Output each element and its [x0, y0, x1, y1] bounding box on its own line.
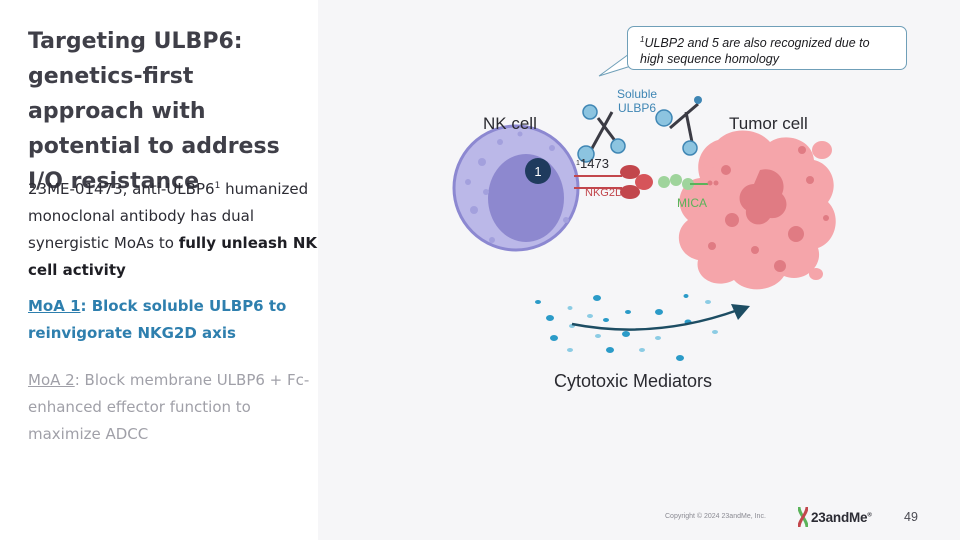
cytotoxic-mediators-label: Cytotoxic Mediators	[554, 371, 712, 391]
callout-text: ULBP2 and 5 are also recognized due to h…	[640, 36, 870, 67]
cytotoxic-mediator-particles	[535, 294, 718, 361]
page-number: 49	[904, 510, 918, 524]
copyright-text: Copyright © 2024 23andMe, Inc.	[665, 513, 766, 520]
nk-badge-circle	[525, 158, 551, 184]
logo-text: 23andMe	[811, 509, 868, 525]
mica-ligand	[658, 174, 719, 190]
moa2-paragraph: MoA 2: Block membrane ULBP6 + Fc-enhance…	[28, 367, 318, 448]
callout-tail	[598, 53, 632, 77]
antibody-footnote-mark: 1	[576, 160, 580, 167]
slide-title: Targeting ULBP6: genetics-first approach…	[28, 29, 280, 194]
tumor-cell-label: Tumor cell	[729, 114, 808, 133]
company-logo: 23andMe®	[798, 506, 872, 528]
mediator-arrow-line	[571, 308, 739, 331]
logo-registered-mark: ®	[867, 512, 872, 518]
moa1-label: MoA 1	[28, 297, 81, 315]
logo-wordmark: 23andMe®	[811, 510, 872, 525]
moa2-text: : Block membrane ULBP6 + Fc-enhanced eff…	[28, 371, 310, 443]
moa1-text: : Block soluble ULBP6 to reinvigorate NK…	[28, 297, 287, 342]
footnote-callout: 1ULBP2 and 5 are also recognized due to …	[627, 26, 907, 70]
left-panel	[0, 0, 318, 540]
intro-paragraph: 23ME-01473, anti-ULBP61 humanized monocl…	[28, 173, 318, 284]
intro-emphasis: fully unleash NK cell activity	[28, 234, 317, 279]
moa1-paragraph: MoA 1: Block soluble ULBP6 to reinvigora…	[28, 293, 318, 347]
dna-logo-icon	[798, 506, 808, 528]
mechanism-diagram: 1 NK cell Tumor cell Soluble ULBP6 1 147…	[452, 87, 836, 391]
soluble-ulbp6-complex	[577, 96, 702, 163]
nk-cell-shape	[452, 124, 580, 252]
mediator-arrow-head	[731, 304, 750, 320]
tumor-cell-shape	[678, 130, 836, 290]
nk-badge-number: 1	[534, 164, 541, 179]
intro-middle: humanized monoclonal antibody has dual s…	[28, 180, 309, 252]
moa2-label: MoA 2	[28, 371, 75, 389]
callout-footnote-mark: 1	[640, 35, 645, 44]
intro-footnote-mark: 1	[214, 181, 221, 191]
nkg2d-receptor	[574, 165, 653, 199]
antibody-label: 1473	[580, 156, 609, 171]
nk-cell-label: NK cell	[483, 114, 537, 133]
intro-lead: 23ME-01473, anti-ULBP6	[28, 180, 215, 198]
soluble-ulbp6-label-line1: Soluble	[617, 87, 657, 101]
soluble-ulbp6-label-line2: ULBP6	[618, 101, 656, 115]
mica-label: MICA	[677, 196, 707, 210]
nkg2d-label: NKG2D	[585, 187, 623, 199]
